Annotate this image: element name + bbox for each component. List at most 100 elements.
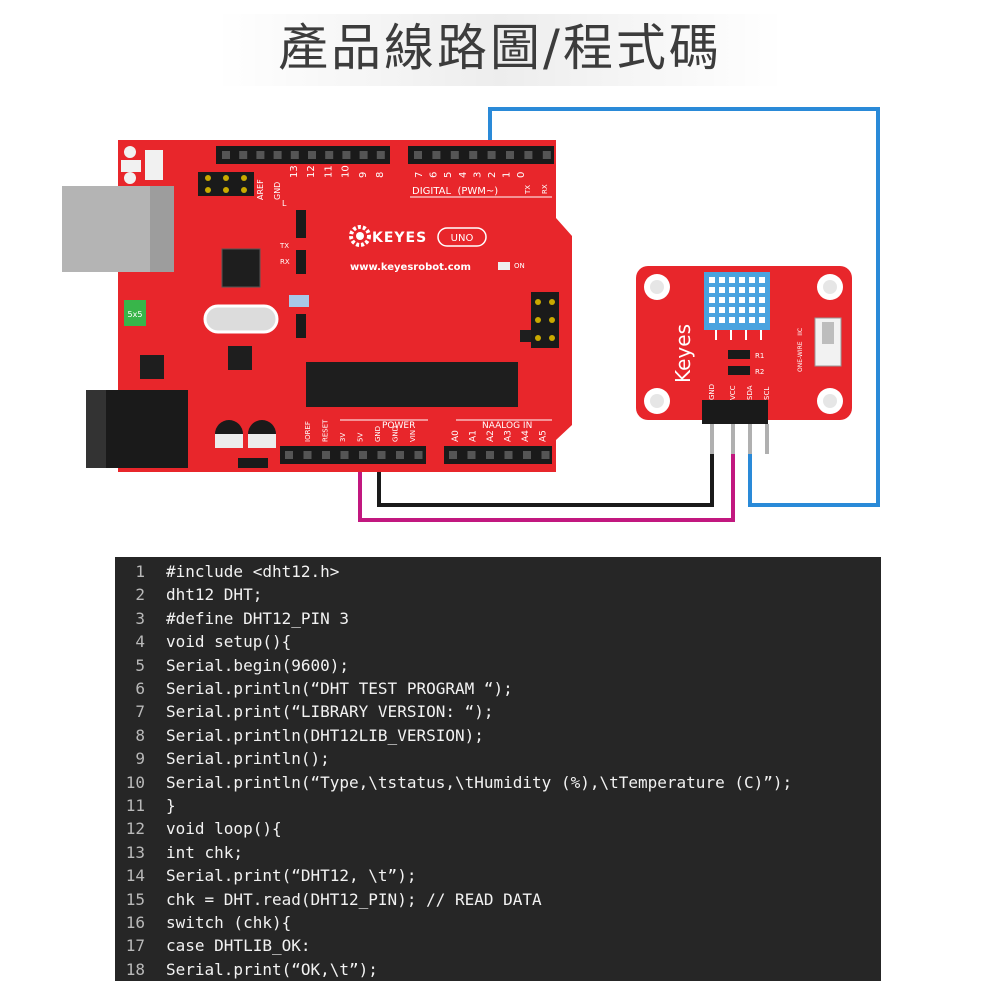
sensor-vent	[729, 307, 735, 313]
sensor-vent	[719, 317, 725, 323]
line-number: 12	[125, 819, 145, 839]
digital-header-right	[408, 146, 554, 164]
sensor-vent	[739, 297, 745, 303]
sensor-vent	[709, 317, 715, 323]
line-number: 8	[135, 725, 145, 745]
code-text: Serial.println(“DHT TEST PROGRAM “);	[166, 679, 513, 698]
pin-label: 1	[502, 172, 513, 178]
code-line: 12 void loop(){	[115, 817, 881, 840]
sensor-vent	[729, 317, 735, 323]
module-pin-label: VCC	[729, 385, 737, 400]
pin-label: 0	[516, 172, 527, 178]
pin-label: 13	[289, 165, 300, 178]
header-pin	[377, 451, 386, 459]
code-text: Serial.begin(9600);	[166, 655, 350, 675]
header-pin	[256, 151, 265, 159]
sensor-vent	[729, 297, 735, 303]
sensor-vent	[749, 317, 755, 323]
sensor-vent	[759, 307, 765, 313]
line-number: 16	[125, 913, 145, 932]
header-pin	[340, 451, 349, 459]
uno-badge-text: UNO	[451, 233, 474, 244]
module-board	[636, 266, 852, 420]
code-text: Serial.println(“Type,\tstatus,\tHumidity…	[166, 772, 793, 792]
header-pin	[432, 151, 441, 159]
module-pin-label: SCL	[763, 387, 771, 400]
on-label: ON	[514, 262, 525, 270]
pin-label: 12	[306, 165, 317, 178]
pin-label: 3V	[339, 433, 347, 442]
sensor-vent	[759, 297, 765, 303]
line-number: 2	[135, 585, 145, 605]
line-number: 14	[125, 866, 145, 886]
aref-label: AREF	[256, 179, 265, 200]
pin-label: 11	[323, 165, 334, 178]
code-text: Serial.print(“OK,\t”);	[166, 959, 378, 979]
line-number: 5	[135, 655, 145, 675]
sensor-vent	[739, 317, 745, 323]
code-text: void loop(){	[166, 819, 282, 839]
code-text: Serial.println();	[166, 749, 330, 769]
digital-label: DIGITAL (PWM~)	[412, 186, 498, 197]
led-rx-label: RX	[280, 258, 290, 266]
line-number: 10	[125, 772, 145, 792]
sensor-vent	[749, 297, 755, 303]
pin-label: A1	[469, 430, 479, 442]
sensor-vent	[749, 277, 755, 283]
line-number: 13	[125, 842, 145, 862]
pin-label: 5	[443, 172, 454, 178]
module-pin	[710, 424, 714, 454]
pin-label: IOREF	[304, 421, 312, 442]
line-number: 4	[135, 632, 145, 652]
digital-header-left	[216, 146, 390, 164]
led-tx-label: TX	[279, 242, 289, 250]
module-pin	[731, 424, 735, 454]
code-panel: 1#include <dht12.h>2 dht12 DHT;3#define D…	[115, 557, 881, 981]
sensor-vent	[729, 287, 735, 293]
mode-label: ONE-WIRE IIC	[797, 328, 804, 372]
power-label: POWER	[382, 421, 415, 431]
sensor-vent	[759, 287, 765, 293]
chip-small-2	[140, 355, 164, 379]
header-pin	[303, 451, 312, 459]
module-pin	[748, 424, 752, 454]
code-text: dht12 DHT;	[166, 585, 263, 605]
code-line: 8 Serial.println(DHT12LIB_VERSION);	[115, 724, 881, 747]
sensor-vent	[739, 287, 745, 293]
code-line: 2 dht12 DHT;	[115, 583, 881, 606]
reset-button	[121, 146, 163, 184]
r2-label: R2	[755, 368, 764, 376]
crystal	[203, 304, 279, 334]
line-number: 11	[125, 796, 145, 815]
icsp-header-right	[531, 292, 559, 348]
page-title: 產品線路圖/程式碼	[278, 19, 722, 77]
pin-label: 5V	[357, 433, 365, 442]
pin-label: A0	[451, 430, 461, 442]
gear-icon	[349, 225, 371, 247]
gnd-top-label: GND	[273, 182, 282, 200]
module-pin	[765, 424, 769, 454]
resistor-r2	[728, 366, 750, 375]
analog-header	[444, 446, 552, 464]
code-text: Serial.println(DHT12LIB_VERSION);	[166, 725, 484, 745]
fuse-label: 5x5	[128, 310, 143, 319]
code-line: 5 Serial.begin(9600);	[115, 654, 881, 677]
sensor-vent	[719, 307, 725, 313]
sensor-vent	[739, 277, 745, 283]
code-line: 1#include <dht12.h>	[115, 560, 881, 583]
pin-label: RESET	[322, 419, 330, 442]
line-number: 15	[125, 889, 145, 909]
code-line: 3#define DHT12_PIN 3	[115, 607, 881, 630]
sensor-vent	[709, 307, 715, 313]
r1-label: R1	[755, 352, 764, 360]
header-pin	[541, 451, 550, 459]
pin-label: VIN	[409, 430, 417, 442]
code-text: #include <dht12.h>	[166, 562, 340, 581]
module-header	[702, 400, 768, 424]
header-pin	[376, 151, 385, 159]
module-brand: Keyes	[671, 324, 695, 383]
